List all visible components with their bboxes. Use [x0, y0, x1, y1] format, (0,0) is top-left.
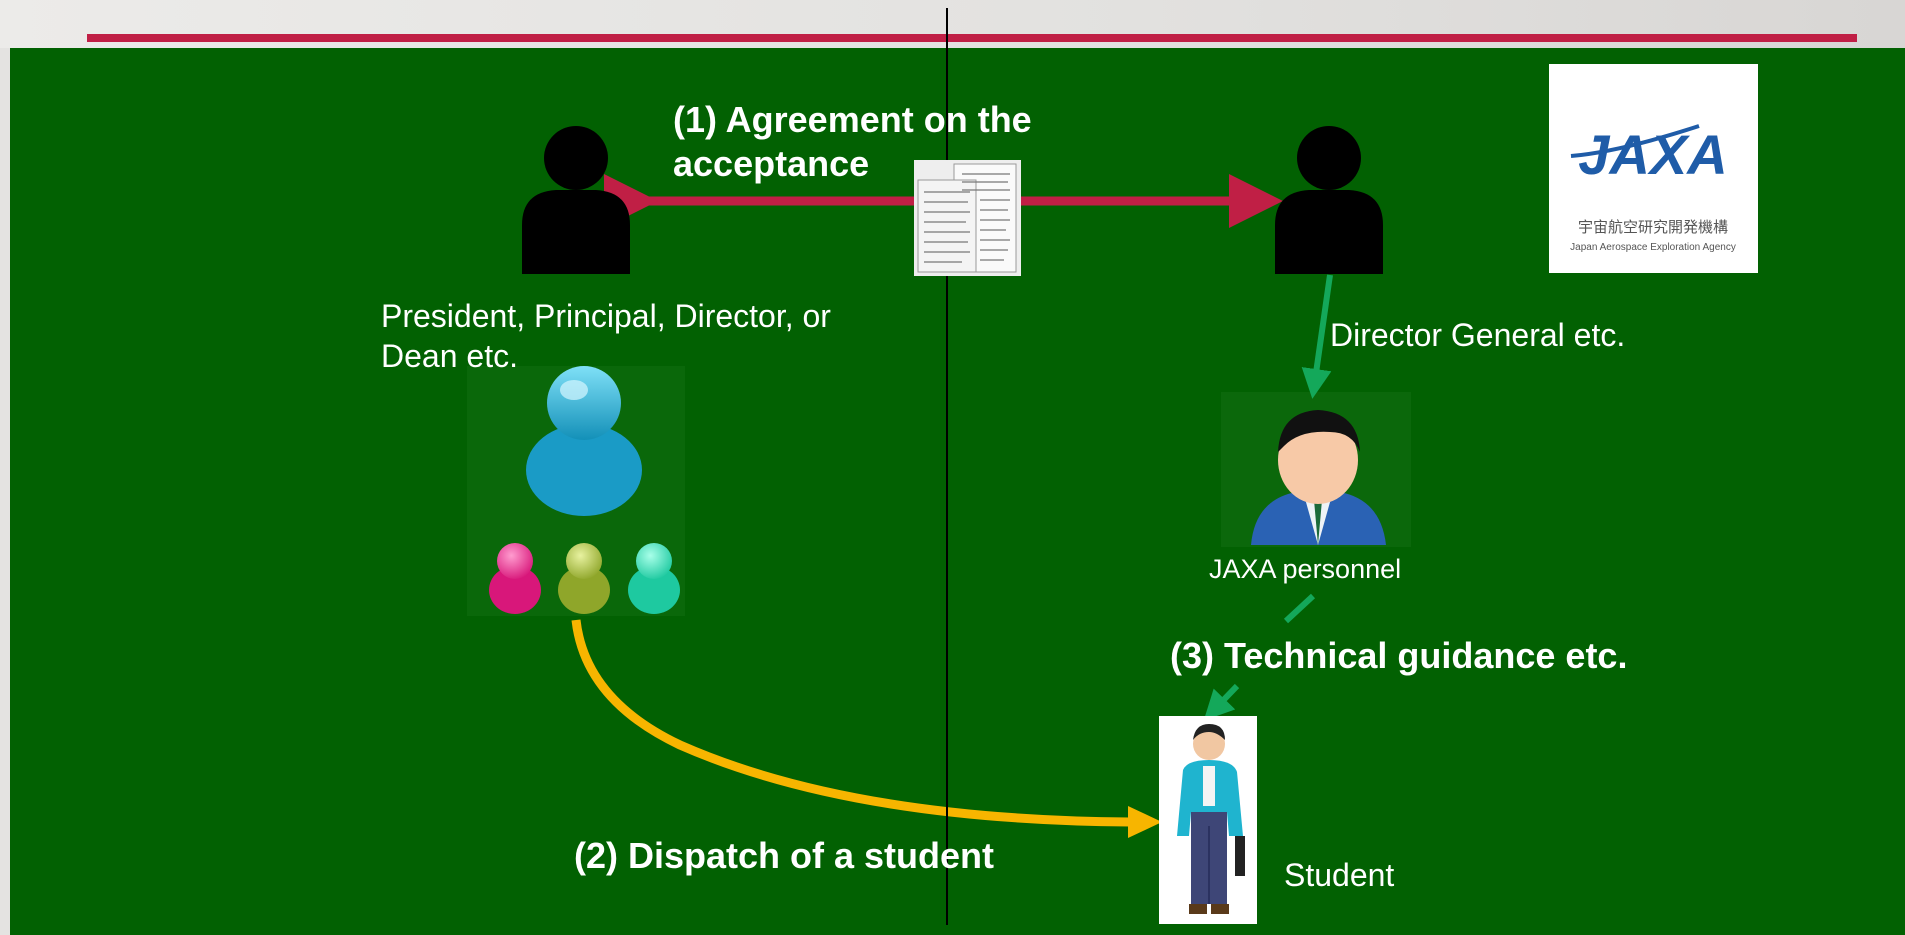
student-icon — [1159, 716, 1257, 924]
jaxa-logo: JAXA 宇宙航空研究開発機構 Japan Aerospace Explorat… — [1549, 64, 1758, 273]
director-general-label: Director General etc. — [1330, 317, 1626, 353]
title-rule — [87, 34, 1857, 42]
teacher-icon — [526, 366, 642, 516]
director-silhouette-icon — [1275, 126, 1383, 274]
dispatch-arrow — [571, 619, 1162, 838]
technical-guidance-label: (3) Technical guidance etc. — [1170, 635, 1628, 676]
student-label: Student — [1284, 857, 1395, 893]
agreement-document-icon — [914, 160, 1021, 276]
agreement-label: (1) Agreement on the acceptance — [673, 99, 1032, 184]
jaxa-en-name: Japan Aerospace Exploration Agency — [1570, 242, 1736, 253]
dispatch-label: (2) Dispatch of a student — [574, 835, 995, 876]
jaxa-wordmark: JAXA — [1578, 123, 1727, 186]
jaxa-jp-name: 宇宙航空研究開発機構 — [1578, 218, 1728, 236]
jaxa-personnel-label: JAXA personnel — [1209, 554, 1402, 584]
school-head-label: President, Principal, Director, or Dean … — [381, 298, 831, 374]
school-head-silhouette-icon — [522, 126, 630, 274]
guidance-arrows — [1203, 274, 1333, 721]
center-divider — [946, 8, 948, 925]
businessman-icon — [1251, 410, 1386, 545]
user-group-icon — [489, 543, 680, 614]
